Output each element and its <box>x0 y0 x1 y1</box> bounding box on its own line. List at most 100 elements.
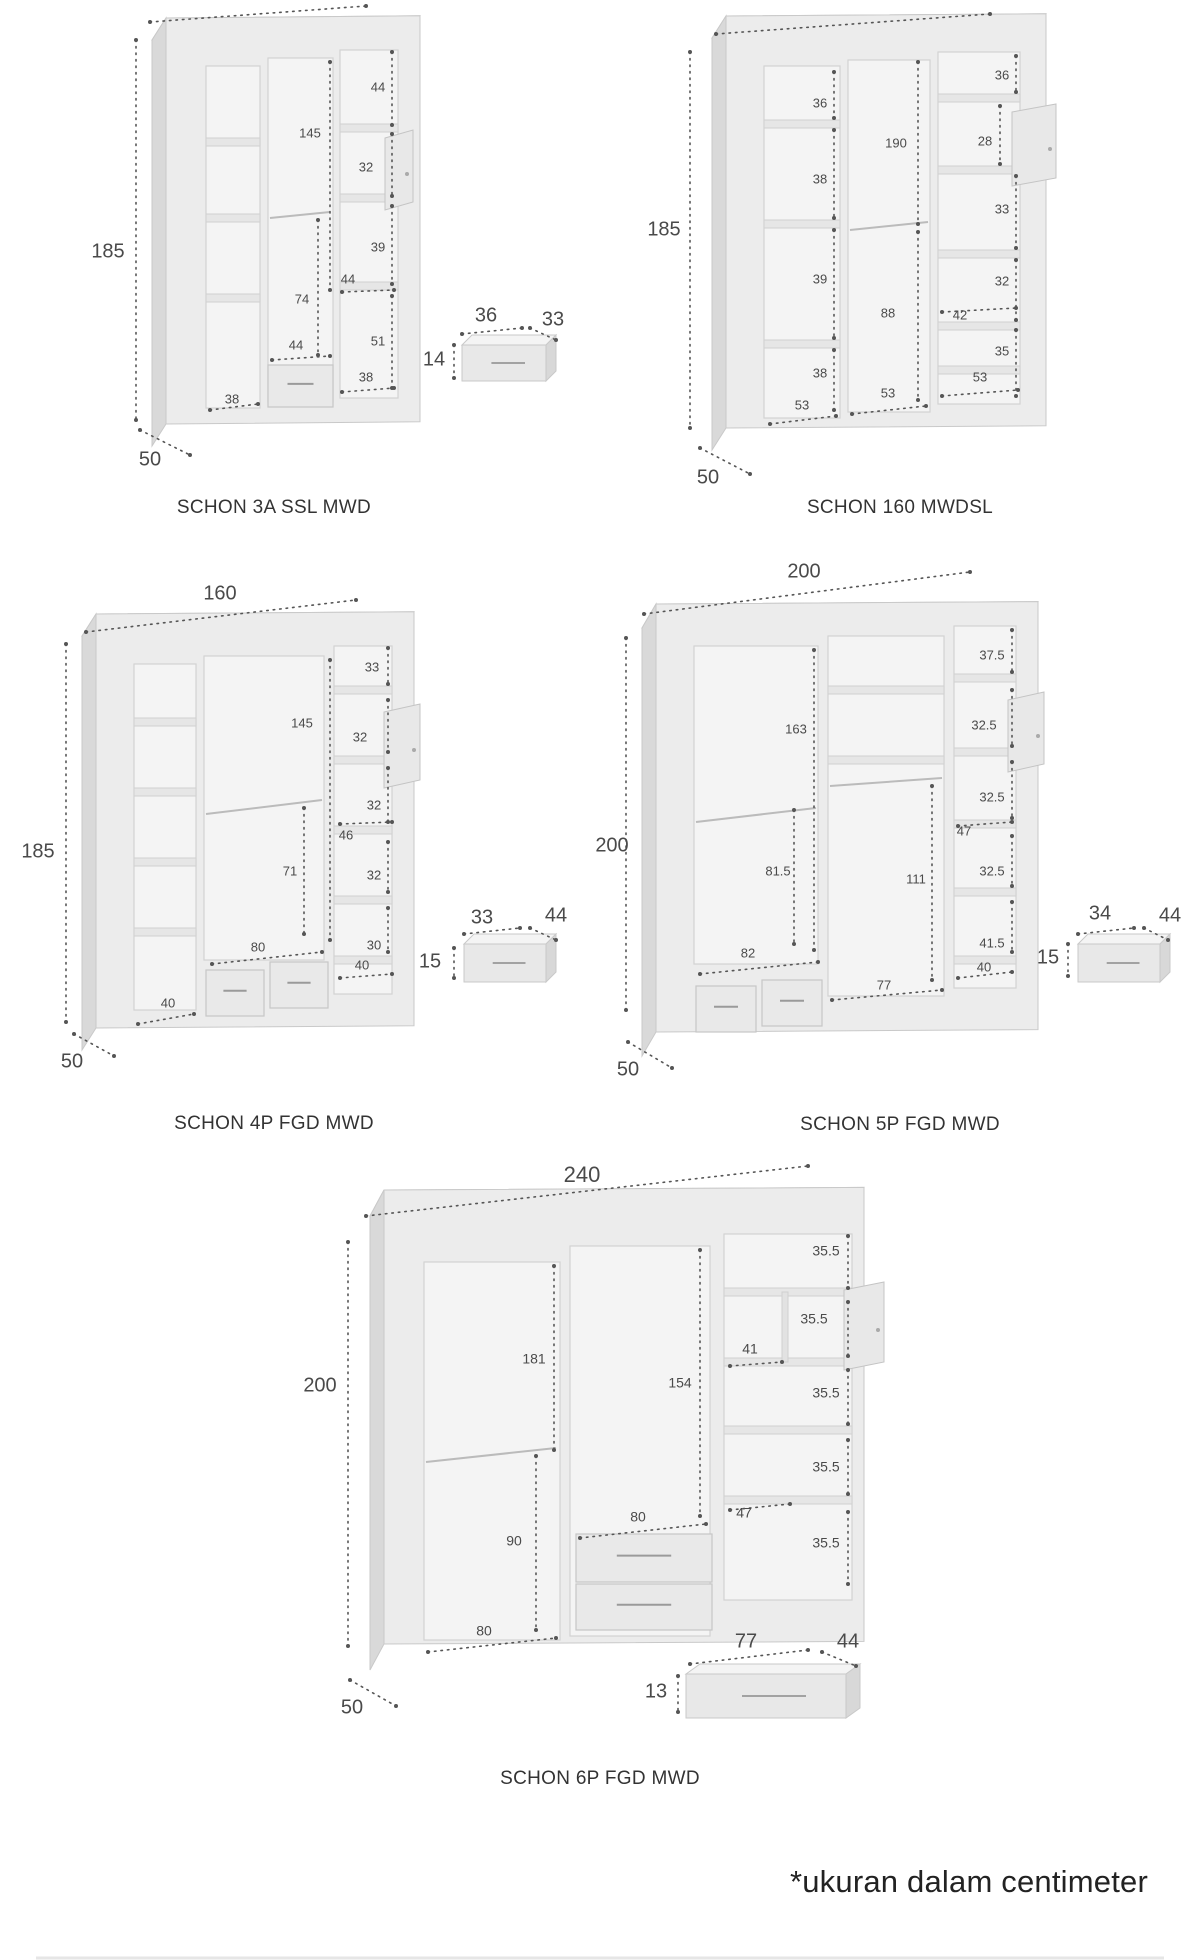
schon-160-dim-12-end-b <box>834 414 838 418</box>
schon-5p-width-dim-end-b <box>968 570 972 574</box>
schon-5p-dim-4-end-a <box>956 824 960 828</box>
schon-6p-dim-11 <box>427 1637 557 1653</box>
schon-5p-drawer-front-left <box>695 985 757 1033</box>
schon-4p-width-label: 160 <box>203 582 236 604</box>
schon-5p-width-label: 200 <box>787 560 820 582</box>
schon-4p-depth-dim <box>73 1033 115 1057</box>
schon-6p-drawer-depth-label: 44 <box>837 1630 859 1652</box>
schon-160-dim-14 <box>941 389 1019 397</box>
schon-4p-left-shelf-3 <box>133 927 197 937</box>
schon-3a-right-bay <box>339 49 399 399</box>
schon-4p-right-shelf-1 <box>333 755 393 765</box>
schon-3a-dim-j-end-a <box>208 408 212 412</box>
schon-6p-drawer-width-label: 77 <box>735 1630 757 1652</box>
schon-3a-height-dim-end-b <box>134 418 138 422</box>
schon-160-open-door-knob <box>1048 147 1052 151</box>
schon-5p-dim-0-end-a <box>1010 628 1014 632</box>
schon-5p-dim-2-end-a <box>1010 688 1014 692</box>
schon-5p-inner-label-2: 32.5 <box>971 717 996 732</box>
schon-160-middle-bay <box>847 59 931 413</box>
schon-5p-drawer-height-dim-end-a <box>1066 942 1070 946</box>
schon-3a-width-dim-end-a <box>148 20 152 24</box>
schon-160-inner-label-11: 38 <box>813 365 827 380</box>
schon-160-dim-7-end-b <box>1014 318 1018 322</box>
schon-4p-inner-label-10: 40 <box>161 995 175 1010</box>
schon-6p-dim-6-end-b <box>846 1492 850 1496</box>
schon-3a-dim-i <box>341 387 395 393</box>
schon-3a-dim-f-end-a <box>316 218 320 222</box>
schon-6p-dim-0-end-a <box>846 1234 850 1238</box>
schon-160-inner-label-4: 38 <box>813 171 827 186</box>
schon-6p-hanging-rail <box>425 1447 557 1463</box>
schon-3a-depth-label: 50 <box>139 448 161 470</box>
schon-6p-dim-7-end-a <box>728 1508 732 1512</box>
schon-160-inner-label-13: 53 <box>881 385 895 400</box>
schon-160-dim-10-end-b <box>1014 394 1018 398</box>
schon-3a-depth-dim-end-a <box>138 428 142 432</box>
schon-3a-drawer-width-dim <box>461 327 523 335</box>
schon-4p-drawer-depth-dim-end-a <box>528 926 532 930</box>
schon-4p-dim-9 <box>339 973 393 979</box>
schon-160-right-shelf-0 <box>937 93 1021 103</box>
schon-4p-dim-10-end-b <box>192 1012 196 1016</box>
schon-4p-left-shelf-1 <box>133 787 197 797</box>
schon-160-inner-label-3: 28 <box>978 133 992 148</box>
schon-4p-dim-6-end-b <box>386 890 390 894</box>
schon-6p-drawer-height-label: 13 <box>645 1680 667 1702</box>
schon-4p-right-shelf-4 <box>333 955 393 965</box>
schon-3a-inner-label-6: 51 <box>371 333 385 348</box>
schon-6p-drawer-front-bottom <box>575 1583 713 1631</box>
schon-6p-right-shelf-2 <box>723 1425 853 1435</box>
schon-4p-height-dim-end-a <box>64 642 68 646</box>
schon-5p-hanging-rail-2 <box>829 777 943 787</box>
schon-5p-drawer-depth-label: 44 <box>1159 904 1181 926</box>
schon-3a-drawer-side <box>545 333 557 383</box>
schon-5p-inner-label-0: 37.5 <box>979 647 1004 662</box>
schon-160-right-shelf-1 <box>937 165 1021 175</box>
schon-5p-open-door <box>1007 691 1045 773</box>
schon-4p-drawer-height-label: 15 <box>419 950 441 972</box>
schon-3a-right-shelf-2 <box>339 281 399 291</box>
schon-4p-drawer-side <box>545 932 557 984</box>
schon-5p-inner-label-7: 32.5 <box>979 863 1004 878</box>
schon-3a-drawer-top <box>460 334 558 346</box>
schon-3a-dim-d-end-b <box>390 282 394 286</box>
schon-160-left-shelf-1 <box>763 219 841 229</box>
schon-160-right-bay <box>937 51 1021 405</box>
schon-160-dim-1-end-a <box>832 70 836 74</box>
schon-5p-dim-4 <box>957 821 1013 827</box>
schon-3a-depth-dim-end-b <box>188 453 192 457</box>
schon-4p-inner-label-1: 145 <box>291 715 313 730</box>
schon-6p-dim-2-end-a <box>552 1264 556 1268</box>
schon-6p-dim-8-end-a <box>534 1454 538 1458</box>
caption-schon-160-mwdsl: SCHON 160 MWDSL <box>806 497 994 518</box>
schon-160-dim-5-end-a <box>1014 174 1018 178</box>
schon-160-left-shelf-0 <box>763 119 841 129</box>
schon-6p-drawer-front-top <box>575 1533 713 1583</box>
schon-160-dim-13-end-b <box>924 404 928 408</box>
schon-4p-inner-label-7: 30 <box>367 937 381 952</box>
schon-160-inner-label-10: 35 <box>995 343 1009 358</box>
schon-160-dim-8-end-b <box>1014 306 1018 310</box>
schon-6p-dim-8-end-b <box>534 1628 538 1632</box>
schon-5p-middle-shelf-1 <box>827 755 945 765</box>
schon-160-dim-7-end-a <box>1014 258 1018 262</box>
schon-4p-inner-label-8: 80 <box>251 939 265 954</box>
schon-4p-side <box>81 612 97 1052</box>
schon-6p-dim-3 <box>729 1361 783 1367</box>
schon-5p-inner-label-4: 47 <box>957 823 971 838</box>
schon-5p-dim-6-end-b <box>930 978 934 982</box>
schon-6p-height-dim-end-a <box>346 1240 350 1244</box>
schon-4p-inner-label-9: 40 <box>355 957 369 972</box>
schon-160-width-dim <box>715 13 991 35</box>
schon-6p-dim-0-end-b <box>846 1286 850 1290</box>
schon-4p-dim-7-end-b <box>386 950 390 954</box>
schon-6p-side <box>369 1189 385 1671</box>
schon-160-dim-4-end-a <box>832 128 836 132</box>
schon-160-dim-9-end-b <box>916 398 920 402</box>
schon-160-inner-label-9: 88 <box>881 305 895 320</box>
schon-5p-width-dim <box>643 571 971 615</box>
schon-5p-dim-11-end-a <box>830 998 834 1002</box>
schon-6p-dim-5-end-b <box>846 1422 850 1426</box>
